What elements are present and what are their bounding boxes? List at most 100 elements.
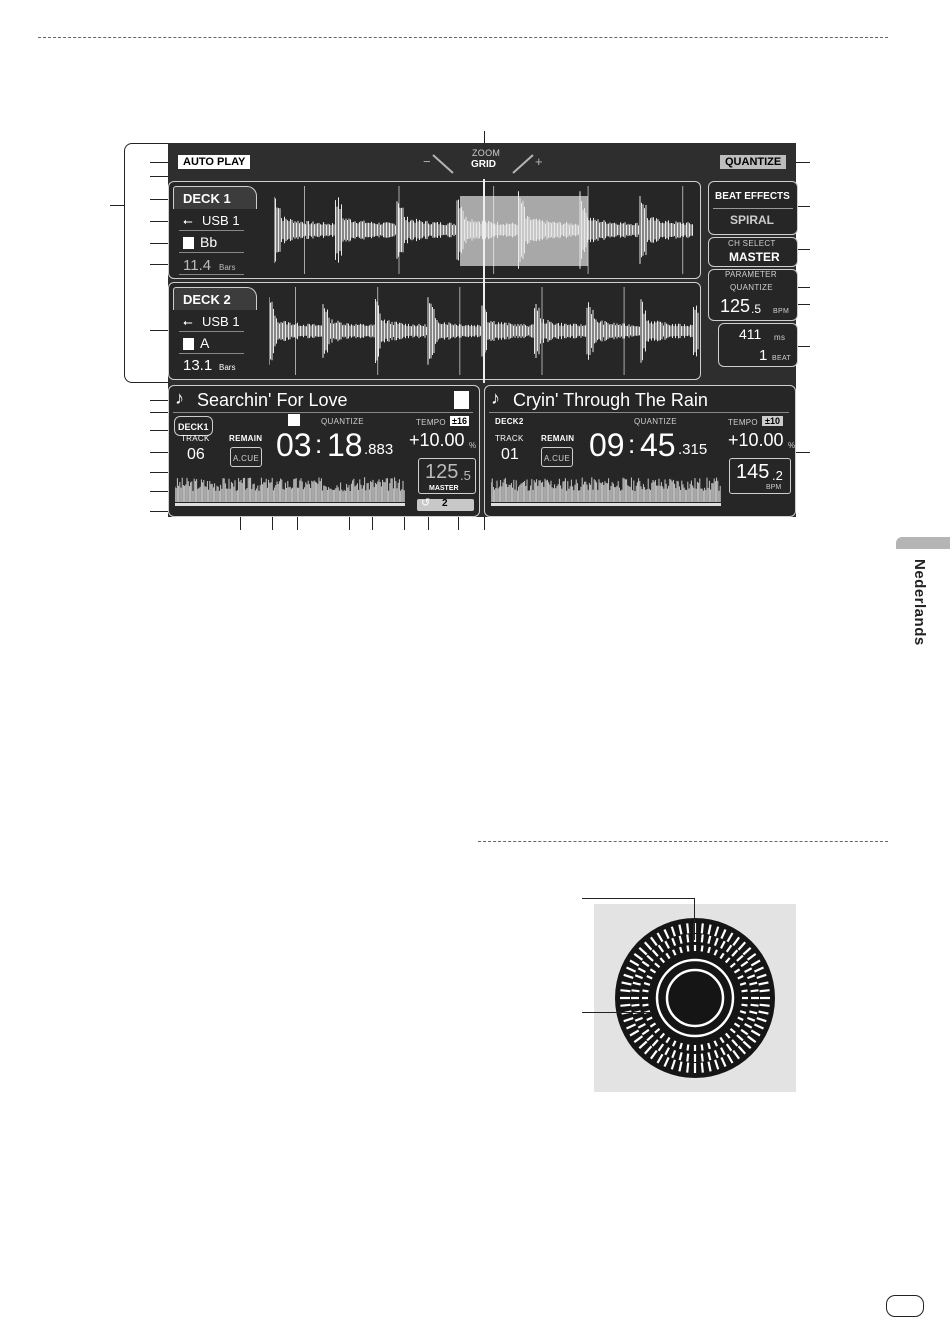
deck2-wave-panel[interactable]: DECK 2 ⭠ USB 1 A 13.1 Bars — [168, 282, 701, 380]
platter-segment — [637, 1023, 646, 1029]
deck1-acue-badge: A.CUE — [230, 447, 262, 467]
platter-segment — [679, 1042, 683, 1050]
deck2-time-min: 09 — [589, 427, 625, 463]
language-label: Nederlands — [911, 559, 928, 646]
deck2-bpm-int: 145 — [736, 461, 770, 483]
platter-segment — [664, 1047, 670, 1056]
ch-select-label: CH SELECT — [728, 239, 776, 248]
platter-segment — [713, 1040, 718, 1047]
deck1-time-ms: .883 — [364, 441, 394, 458]
platter-segment — [654, 1027, 661, 1034]
platter-segment — [686, 945, 690, 952]
deck2-time-sep: : — [628, 429, 636, 459]
deck1-track-number: 06 — [187, 446, 205, 463]
platter-segment — [649, 968, 657, 974]
platter-segment — [671, 937, 677, 946]
platter-segment — [707, 1052, 712, 1061]
platter-segment — [650, 936, 658, 947]
beat-effect-name: SPIRAL — [730, 213, 775, 227]
platter-segment — [634, 1016, 643, 1022]
zoom-minus-icon: − — [423, 154, 431, 169]
platter-segment — [720, 940, 726, 949]
platter-segment — [731, 1039, 739, 1047]
platter-ring — [655, 958, 735, 1038]
deck2-bpm-box: 145 .2 BPM — [729, 458, 791, 494]
deck1-tempo-range-indicator — [454, 391, 469, 409]
deck1-track-label: TRACK — [181, 434, 210, 443]
beat-effects-panel[interactable]: BEAT EFFECTS SPIRAL — [708, 181, 798, 235]
platter-segment — [638, 946, 648, 956]
deck2-key: A — [200, 335, 210, 351]
platter-segment — [700, 923, 704, 934]
platter-segment — [678, 935, 683, 944]
deck2-label: DECK 2 — [183, 292, 231, 307]
deck1-tempo-range: ±16 — [450, 416, 469, 426]
parameter-panel[interactable]: PARAMETER QUANTIZE 125 .5 BPM — [708, 269, 798, 321]
platter-segment — [714, 1059, 720, 1070]
platter-segment — [713, 949, 718, 956]
platter-segment — [744, 1023, 753, 1029]
note-icon: ♪ — [175, 388, 184, 408]
playback-progress-bar — [491, 503, 721, 506]
deck1-bpm-box: 125 .5 MASTER — [418, 458, 476, 494]
platter-segment — [750, 989, 759, 993]
platter-segment — [737, 1016, 744, 1021]
ch-select-panel[interactable]: CH SELECT MASTER — [708, 237, 798, 267]
zoom-label: ZOOM — [472, 148, 501, 158]
platter-segment — [736, 954, 744, 962]
deck2-track-number: 01 — [501, 446, 519, 463]
deck2-track-label: TRACK — [495, 434, 524, 443]
platter-segment — [663, 1056, 670, 1067]
note-icon: ♪ — [491, 388, 500, 408]
platter-segment — [621, 981, 632, 986]
platter-segment — [742, 1040, 752, 1050]
platter-segment — [746, 953, 757, 961]
platter-segment — [642, 989, 649, 993]
platter-segment — [700, 945, 704, 952]
quantize-button[interactable]: QUANTIZE — [720, 155, 787, 169]
center-playhead — [483, 179, 485, 383]
platter-segment — [719, 952, 725, 960]
platter-segment — [739, 1010, 747, 1014]
zoom-slope-icons — [432, 154, 534, 174]
deck2-bars-value: 13.1 — [183, 357, 213, 374]
platter-segment — [686, 923, 690, 934]
loop-icon: ↺ — [421, 497, 431, 509]
deck2-info-panel[interactable]: ♪ Cryin' Through The Rain DECK2 QUANTIZE… — [484, 385, 796, 517]
deck1-loop-beats: 2 — [442, 498, 448, 509]
platter-segment — [634, 974, 643, 980]
auto-play-badge[interactable]: AUTO PLAY — [178, 155, 251, 169]
platter-segment — [749, 1010, 758, 1015]
deck1-wave-panel[interactable]: DECK 1 ⭠ USB 1 Bb 11.4 Bars — [168, 181, 701, 279]
platter-segment — [733, 1022, 741, 1028]
deck1-source: USB 1 — [202, 213, 240, 228]
platter-segment — [720, 1056, 727, 1067]
playback-progress-bar — [175, 503, 405, 506]
beat-time-panel[interactable]: 411 ms 1 BEAT — [718, 323, 798, 367]
deck1-time-min: 03 — [276, 427, 312, 463]
deck1-master-label: MASTER — [429, 485, 459, 492]
deck1-tempo-pct: +10.00 — [409, 430, 465, 450]
platter-segment — [725, 944, 733, 953]
deck1-loop-bar[interactable]: 2 — [417, 498, 474, 511]
jog-platter-display — [615, 918, 775, 1078]
player-screen: AUTO PLAY ZOOM GRID − + QUANTIZE DECK 1 … — [168, 143, 798, 517]
deck2-pct-sign: % — [788, 441, 796, 450]
platter-segment — [656, 932, 664, 943]
parameter-label: PARAMETER — [725, 270, 777, 279]
platter-segment — [643, 1045, 653, 1055]
deck2-bpm-unit: BPM — [766, 484, 782, 491]
zoom-grid-control[interactable]: ZOOM GRID − + — [418, 147, 548, 177]
platter-ring — [665, 968, 725, 1028]
platter-segment — [756, 973, 767, 979]
platter-segment — [646, 954, 654, 962]
platter-segment — [750, 1003, 759, 1007]
deck1-time-sep: : — [315, 429, 323, 459]
platter-segment — [753, 1023, 764, 1030]
deck1-overview-waveform — [175, 477, 405, 506]
platter-segment — [758, 1010, 769, 1015]
deck1-info-panel[interactable]: ♪ Searchin' For Love DECK1 QUANTIZE TEMP… — [168, 385, 480, 517]
deck2-remain-label: REMAIN — [541, 434, 575, 443]
platter-segment — [758, 981, 769, 986]
platter-segment — [670, 926, 676, 937]
